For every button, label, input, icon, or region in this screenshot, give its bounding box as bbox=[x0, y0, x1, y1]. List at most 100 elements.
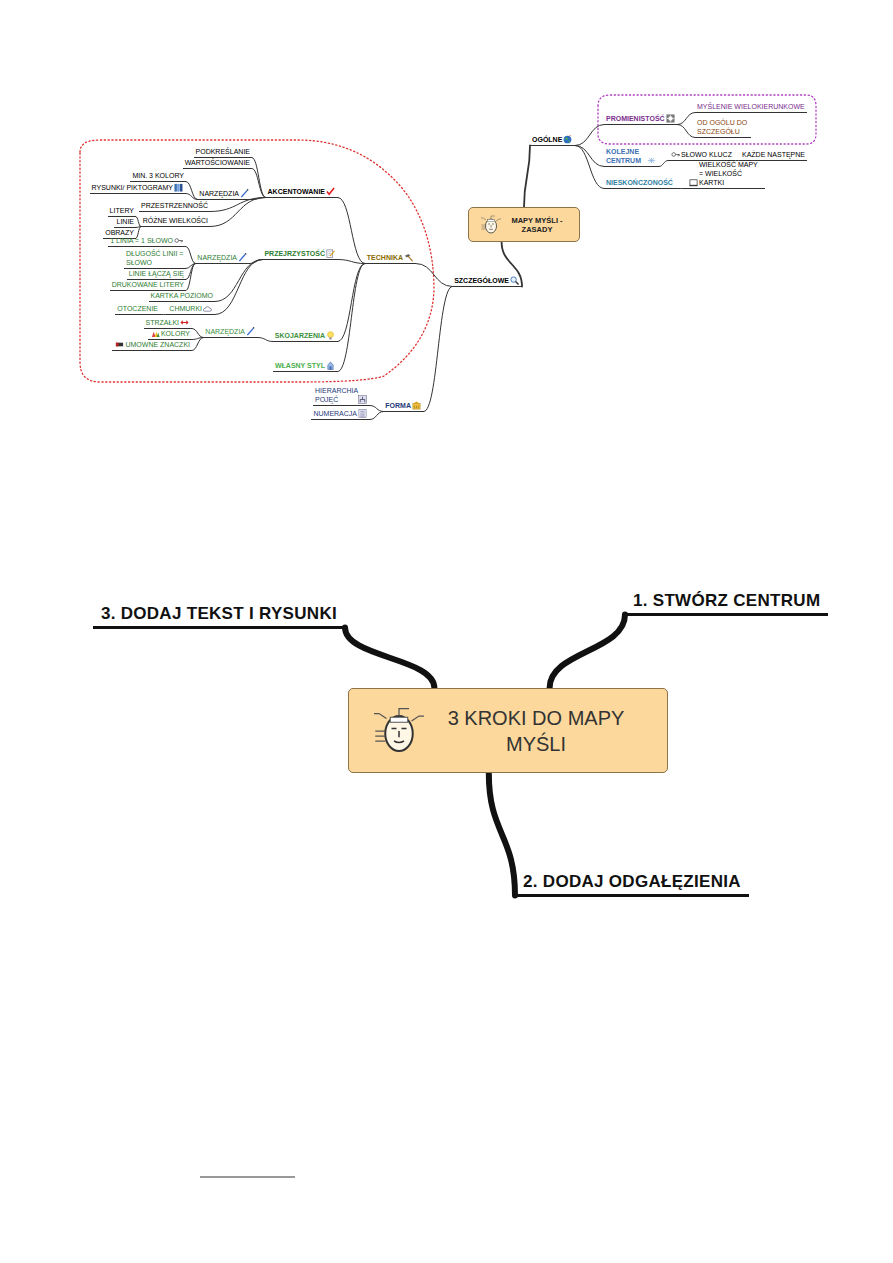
branch-line bbox=[575, 125, 604, 146]
branch-line bbox=[192, 329, 203, 338]
branch-line bbox=[345, 628, 434, 689]
topic-label: OGÓLNE bbox=[532, 135, 562, 144]
branch-topic: MYŚLENIE WIELOKIERUNKOWE bbox=[695, 102, 807, 113]
colors-icon bbox=[151, 329, 160, 338]
branch-topic: FORMA bbox=[383, 401, 424, 412]
topic-label: LINIE ŁĄCZĄ SIĘ bbox=[129, 269, 184, 278]
org-icon bbox=[358, 395, 367, 404]
branch-line bbox=[550, 615, 625, 689]
central-box: 3 KROKI DO MAPY MYŚLI bbox=[348, 688, 668, 773]
note-icon bbox=[689, 178, 698, 187]
branch-line bbox=[186, 182, 197, 200]
branch-topic: MIN. 3 KOLORY bbox=[130, 171, 186, 182]
topic-label: KOLEJNE CENTRUM bbox=[606, 147, 646, 165]
topic-label: SŁOWO KLUCZ bbox=[681, 150, 732, 159]
branch-line bbox=[252, 158, 266, 198]
branch-line bbox=[252, 169, 266, 198]
branch-topic: KARTKA POZIOMO bbox=[149, 291, 216, 302]
topic-label: NUMERACJA bbox=[313, 409, 357, 418]
branch-topic: PRZESTRZENNOŚĆ bbox=[139, 201, 210, 212]
branch-topic: HIERARCHIA POJĘĆ bbox=[313, 386, 370, 406]
bulb-icon bbox=[326, 331, 335, 340]
branch-topic: LINIE bbox=[114, 217, 136, 228]
branch-topic: 1 LINIA = 1 SŁOWO bbox=[108, 236, 186, 247]
branch-line bbox=[338, 198, 365, 264]
branch-line bbox=[338, 264, 365, 342]
branch-line bbox=[136, 227, 141, 239]
branch-topic: NUMERACJA bbox=[311, 409, 370, 420]
branch-line bbox=[258, 338, 273, 342]
topic-label: SZCZEGÓŁOWE bbox=[454, 276, 509, 285]
branch-line bbox=[338, 264, 365, 372]
branch-line bbox=[416, 264, 452, 287]
branch-line bbox=[160, 314, 167, 315]
branch-topic: OGÓLNE bbox=[530, 135, 575, 146]
topic-label: RÓŻNE WIELKOŚCI bbox=[143, 216, 208, 225]
branch-topic: KOLEJNE CENTRUM bbox=[604, 147, 659, 167]
topic-label: MYŚLENIE WIELOKIERUNKOWE bbox=[697, 102, 805, 111]
branch-topic: OTOCZENIE bbox=[115, 304, 160, 315]
branch-topic: RYSUNKI/ PIKTOGRAMY bbox=[90, 183, 186, 194]
topic-label: LINIE bbox=[116, 217, 134, 226]
books-icon bbox=[174, 183, 183, 192]
central-box: MAPY MYŚLI - ZASADY bbox=[468, 207, 580, 242]
branch-topic: WIELKOŚĆ MAPY = WIELKOŚĆ KARTKI bbox=[686, 160, 765, 189]
branch-line bbox=[370, 406, 383, 412]
topic-label: KARTKA POZIOMO bbox=[151, 291, 214, 300]
branch-topic: AKCENTOWANIE bbox=[266, 187, 338, 198]
topic-label: NARZĘDZIA bbox=[197, 253, 237, 262]
topic-label: 1 LINIA = 1 SŁOWO bbox=[110, 236, 173, 245]
branch-topic: CHMURKI bbox=[167, 304, 215, 315]
topic-label: KOLORY bbox=[161, 329, 190, 338]
branch-topic: TECHNIKA bbox=[365, 253, 416, 264]
branch-topic: PROMIENISTOŚĆ bbox=[604, 114, 678, 125]
footnote-rule bbox=[200, 1177, 295, 1178]
branch-topic: WARTOŚCIOWANIE bbox=[183, 158, 252, 169]
branch-line bbox=[215, 260, 262, 315]
region-cloud bbox=[80, 140, 434, 382]
branch-topic: 2. DODAJ ODGAŁĘZIENIA bbox=[515, 871, 749, 897]
branch-line bbox=[489, 773, 515, 896]
topic-label: NARZĘDZIA bbox=[199, 189, 239, 198]
branch-line bbox=[370, 412, 383, 420]
list-icon bbox=[358, 409, 367, 418]
branch-topic: DRUKOWANE LITERY bbox=[110, 280, 186, 291]
branch-topic: NARZĘDZIA bbox=[195, 253, 250, 264]
branch-topic: PODKREŚLANIE bbox=[194, 147, 252, 158]
branch-line bbox=[678, 125, 695, 138]
branch-topic: SKOJARZENIA bbox=[273, 331, 338, 342]
topic-label: DRUKOWANE LITERY bbox=[112, 280, 184, 289]
topic-label: WŁASNY STYL bbox=[275, 361, 325, 370]
topic-label: AKCENTOWANIE bbox=[268, 187, 325, 196]
topic-label: 1. STWÓRZ CENTRUM bbox=[633, 590, 820, 611]
branch-line bbox=[186, 264, 195, 291]
topic-label: DŁUGOŚĆ LINII = SŁOWO bbox=[126, 249, 184, 267]
branch-line bbox=[186, 194, 197, 200]
head-icon bbox=[481, 215, 501, 235]
branch-line bbox=[678, 113, 695, 125]
branch-line bbox=[338, 260, 365, 264]
topic-label: PRZESTRZENNOŚĆ bbox=[141, 201, 208, 210]
flag-icon bbox=[115, 340, 124, 349]
branch-line bbox=[186, 247, 195, 264]
branch-line bbox=[215, 260, 262, 302]
topic-label: NIESKOŃCZONOŚĆ bbox=[606, 178, 673, 187]
branch-topic: RÓŻNE WIELKOŚCI bbox=[141, 216, 210, 227]
topic-label: TECHNIKA bbox=[367, 253, 403, 262]
topic-label: UMOWNE ZNACZKI bbox=[125, 340, 190, 349]
branch-topic: KOLORY bbox=[148, 329, 192, 340]
branch-topic: STRZAŁKI bbox=[144, 318, 192, 329]
topic-label: 2. DODAJ ODGAŁĘZIENIA bbox=[523, 871, 741, 892]
topic-label: FORMA bbox=[385, 401, 411, 410]
branch-topic: 3. DODAJ TEKST I RYSUNKI bbox=[93, 603, 345, 629]
branch-topic: NIESKOŃCZONOŚĆ bbox=[604, 178, 675, 189]
topic-label: CHMURKI bbox=[169, 304, 202, 313]
branch-line bbox=[659, 161, 668, 167]
branch-line bbox=[575, 146, 604, 167]
mag-icon bbox=[510, 276, 519, 285]
branch-line bbox=[575, 146, 604, 189]
key-icon bbox=[671, 150, 680, 159]
house-icon bbox=[326, 361, 335, 370]
forma-icon bbox=[412, 401, 421, 410]
